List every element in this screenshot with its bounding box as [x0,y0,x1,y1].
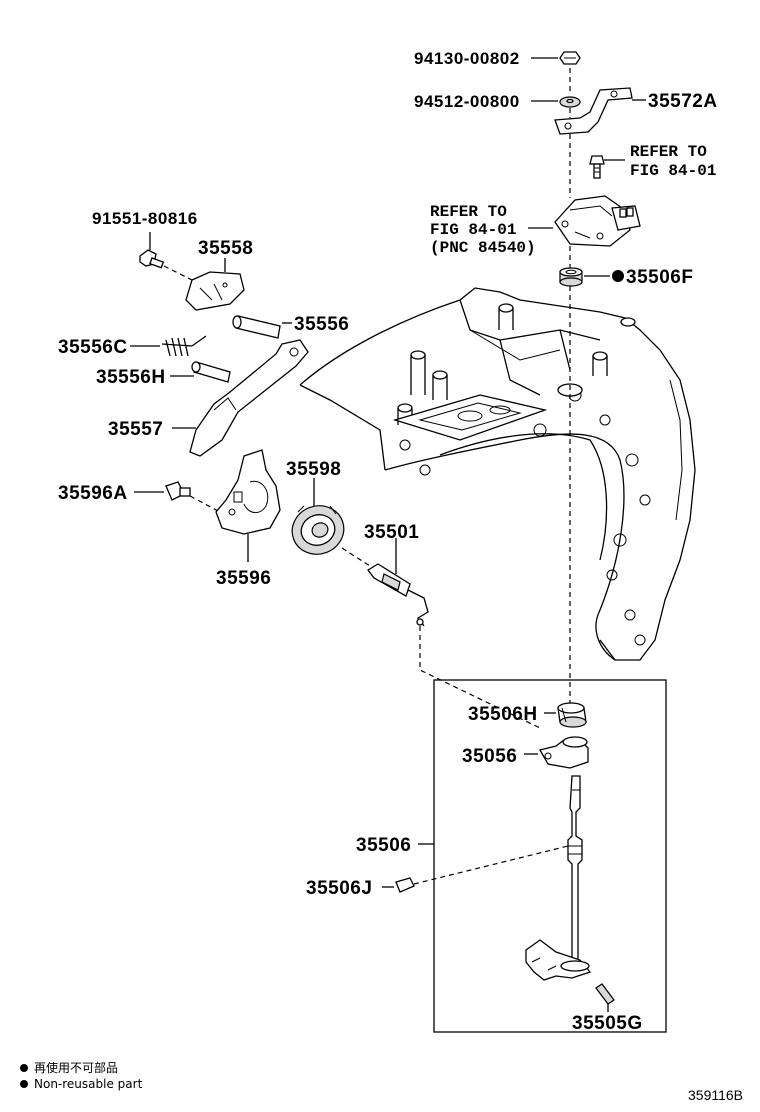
cover-35558 [185,271,245,311]
bolt-switch [589,155,605,179]
label-94130-00802: 94130-00802 [414,49,520,68]
lever-35572a [554,87,633,135]
seal-35598 [291,505,345,555]
neutral-start-switch [554,195,641,247]
label-35505G: 35505G [572,1013,643,1034]
transmission-case [299,287,696,661]
label-35596A: 35596A [58,483,128,504]
manual-valve-shaft-35506 [525,775,592,981]
refer-note-2-line2: FIG 84-01 [430,221,516,239]
label-35506H: 35506H [468,704,538,725]
legend-english: Non-reusable part [34,1077,143,1091]
label-35557: 35557 [108,419,163,440]
label-35556: 35556 [294,314,349,335]
dash-35598 [341,547,371,567]
pin-35506j [395,877,415,893]
label-35506J: 35506J [306,878,372,899]
legend-bullet-1 [20,1064,28,1072]
oil-seal-35506f [559,267,583,287]
collar-35056 [539,736,589,769]
pin-35556h [191,361,231,383]
dash-91551 [163,265,193,281]
label-35558: 35558 [198,238,253,259]
bolt-35596a [165,481,191,501]
detail-frame [433,679,667,1033]
spring-35556c [161,335,207,357]
refer-note-1-line2: FIG 84-01 [630,162,716,180]
legend-japanese: 再使用不可部品 [34,1060,118,1075]
label-35501: 35501 [364,522,419,543]
spring-pin-35505g [595,983,615,1005]
dash-35596a [189,495,221,513]
pin-35556 [232,315,281,339]
washer-94512 [559,96,581,108]
refer-note-2-line1: REFER TO [430,203,507,221]
non-reusable-marker-35506f [612,270,624,282]
nut-94130 [559,51,581,65]
figure-code: 359116B [688,1087,743,1103]
detent-plate-35596 [215,449,281,535]
lever-35557 [189,339,309,457]
label-35596: 35596 [216,568,271,589]
bushing-35506h [557,702,587,728]
legend-bullet-2 [20,1080,28,1088]
label-35556C: 35556C [58,337,128,358]
label-91551-80816: 91551-80816 [92,209,198,228]
label-35056: 35056 [462,746,517,767]
sensor-35501 [367,563,429,627]
refer-note-2-line3: (PNC 84540) [430,239,536,257]
label-35572A: 35572A [648,91,718,112]
label-35506: 35506 [356,835,411,856]
label-35598: 35598 [286,459,341,480]
label-35506F: 35506F [626,267,693,288]
refer-note-1-line1: REFER TO [630,143,707,161]
label-94512-00800: 94512-00800 [414,92,520,111]
dash-35506j [413,845,569,885]
label-35556H: 35556H [96,367,166,388]
bolt-91551 [139,249,165,269]
